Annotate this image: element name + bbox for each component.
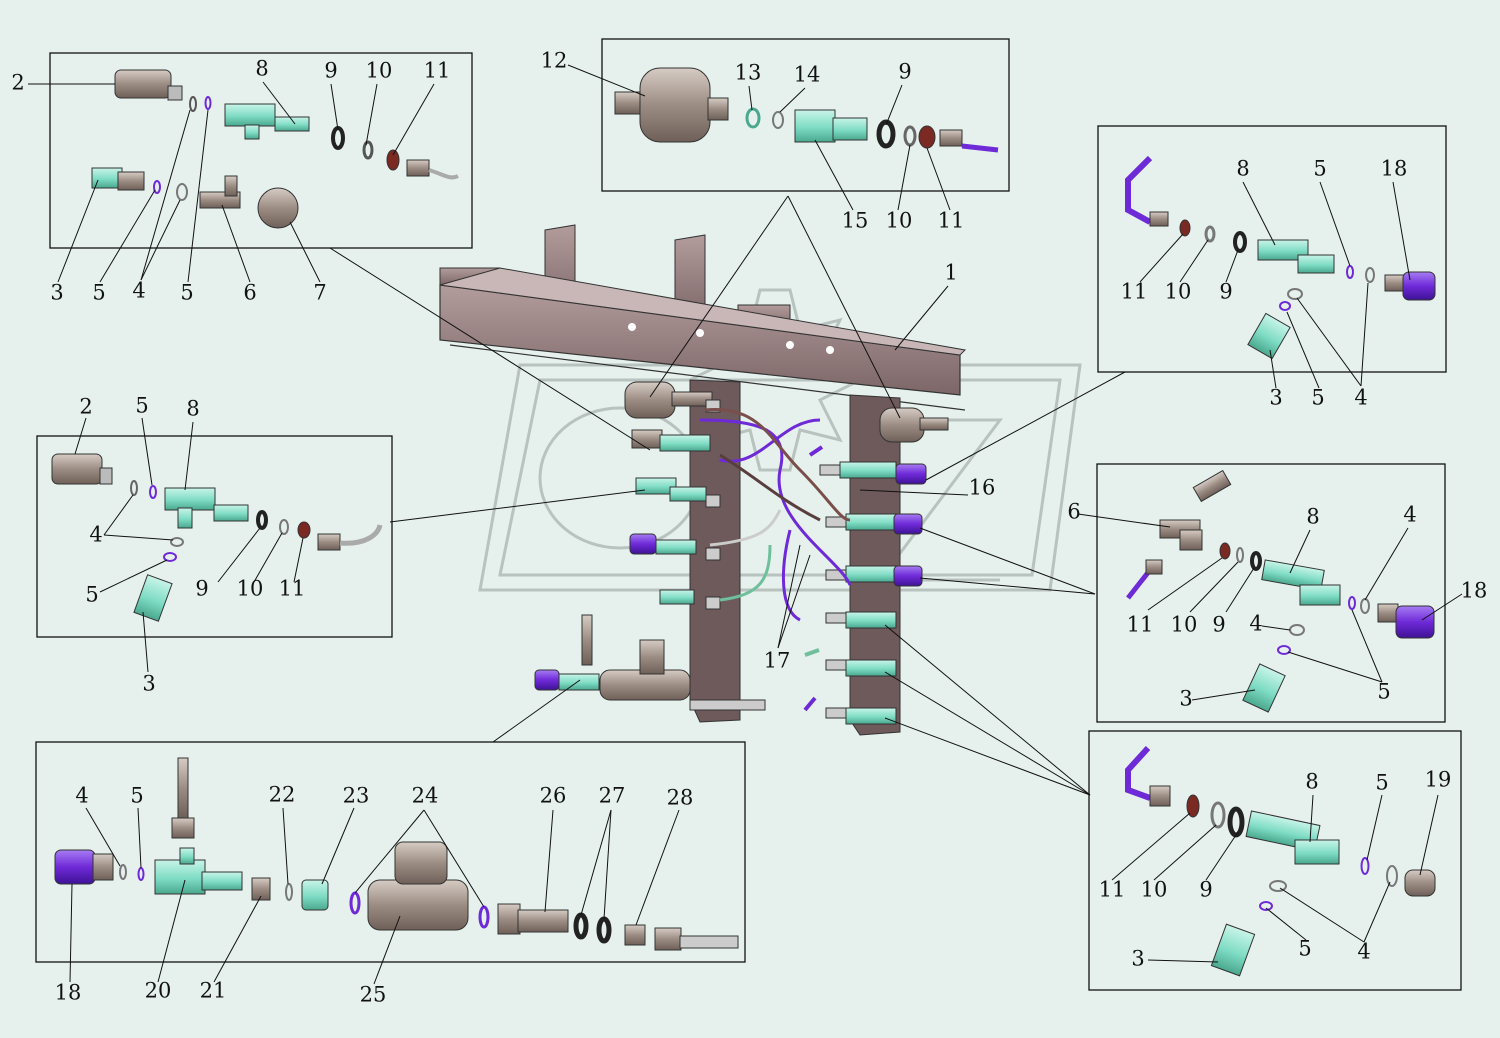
callout-11: 11 <box>424 59 451 83</box>
callout-box-mid-left <box>36 435 393 638</box>
callout-10-ml: 10 <box>237 577 264 601</box>
callout-20: 20 <box>145 979 172 1003</box>
callout-box-top-center <box>601 38 1010 192</box>
callout-12: 12 <box>541 49 568 73</box>
callouts-mid-left: 2 5 8 4 5 9 10 11 3 <box>79 394 305 696</box>
leader-lines <box>28 64 1463 985</box>
callout-18-r2: 18 <box>1461 579 1488 603</box>
callout-26: 26 <box>540 784 567 808</box>
callout-11-r2: 11 <box>1127 613 1154 637</box>
parts-mid-left <box>51 453 383 622</box>
callout-5-r1: 5 <box>1313 157 1326 181</box>
callout-23: 23 <box>343 784 370 808</box>
callout-5b-r1: 5 <box>1311 386 1324 410</box>
callout-4: 4 <box>132 279 145 303</box>
callout-8-r3: 8 <box>1305 770 1318 794</box>
callout-11-r3: 11 <box>1099 878 1126 902</box>
callout-1: 1 <box>944 261 957 285</box>
callout-21: 21 <box>200 979 227 1003</box>
callout-6: 6 <box>243 281 256 305</box>
callout-3-ml: 3 <box>142 672 155 696</box>
callout-10-r3: 10 <box>1141 878 1168 902</box>
callout-11-ml: 11 <box>279 577 306 601</box>
callout-5b-r3: 5 <box>1298 937 1311 961</box>
callout-5-bl: 5 <box>130 784 143 808</box>
callouts-top-left: 2 8 9 10 11 3 5 4 5 6 7 <box>11 57 450 305</box>
callout-18-r1: 18 <box>1381 157 1408 181</box>
callout-7: 7 <box>313 281 326 305</box>
callout-4-r2: 4 <box>1403 503 1416 527</box>
callout-13: 13 <box>735 61 762 85</box>
callout-4-bl: 4 <box>75 784 88 808</box>
callout-16: 16 <box>969 476 996 500</box>
callout-10-r1: 10 <box>1165 280 1192 304</box>
callout-5-r2: 5 <box>1377 680 1390 704</box>
callout-4-r3: 4 <box>1357 940 1370 964</box>
callout-6-r2: 6 <box>1067 500 1080 524</box>
callout-3-r1: 3 <box>1269 386 1282 410</box>
callout-9-r2: 9 <box>1212 613 1225 637</box>
callout-5: 5 <box>92 281 105 305</box>
callouts-top-center: 12 13 14 9 15 10 11 <box>541 49 965 233</box>
callout-14: 14 <box>794 63 821 87</box>
callout-27: 27 <box>599 784 626 808</box>
callout-25: 25 <box>360 983 387 1007</box>
parts-top-left <box>91 69 459 229</box>
connector-lines <box>329 195 1126 796</box>
callout-9-center: 9 <box>898 60 911 84</box>
callout-box-bottom-left <box>35 741 746 963</box>
callout-4-ml: 4 <box>89 523 102 547</box>
callout-18-bl: 18 <box>55 981 82 1005</box>
callout-5-ml: 5 <box>135 394 148 418</box>
callout-5b-ml: 5 <box>85 583 98 607</box>
callout-9-r1: 9 <box>1219 280 1232 304</box>
callout-10: 10 <box>366 59 393 83</box>
callout-5b: 5 <box>180 281 193 305</box>
callout-22: 22 <box>269 783 296 807</box>
callout-5-r3: 5 <box>1375 771 1388 795</box>
callouts-right-3: 8 5 19 11 10 9 5 4 3 <box>1099 768 1452 971</box>
callout-box-right-3 <box>1088 730 1462 991</box>
callout-8-ml: 8 <box>186 397 199 421</box>
callouts-bottom-left: 4 5 22 23 24 26 27 28 18 20 21 25 <box>55 783 694 1007</box>
main-frame-assembly <box>439 224 967 736</box>
parts-right-1 <box>1125 155 1436 360</box>
callout-4b-r2: 4 <box>1249 612 1262 636</box>
callout-9-r3: 9 <box>1199 878 1212 902</box>
callout-8-r1: 8 <box>1236 157 1249 181</box>
parts-top-center <box>614 67 999 153</box>
callout-box-top-left <box>49 52 473 249</box>
callouts-right-1: 8 5 18 11 10 9 3 5 4 <box>1121 157 1408 410</box>
callouts-right-2: 6 8 4 18 11 10 9 4 3 5 <box>1067 500 1487 711</box>
callouts-center: 1 16 17 <box>764 261 996 673</box>
callout-10-center: 10 <box>886 209 913 233</box>
callout-28: 28 <box>667 786 694 810</box>
parts-right-3 <box>1125 745 1436 977</box>
callout-10-r2: 10 <box>1171 613 1198 637</box>
callout-11-r1: 11 <box>1121 280 1148 304</box>
callout-19: 19 <box>1425 768 1452 792</box>
callout-3: 3 <box>50 281 63 305</box>
callout-9: 9 <box>324 59 337 83</box>
callout-2: 2 <box>11 71 24 95</box>
callout-4-r1: 4 <box>1354 386 1367 410</box>
callout-3-r3: 3 <box>1131 947 1144 971</box>
callout-box-right-1 <box>1097 125 1447 373</box>
callout-8-r2: 8 <box>1306 505 1319 529</box>
callout-15: 15 <box>842 209 869 233</box>
parts-bottom-left <box>54 757 739 951</box>
callout-8: 8 <box>255 57 268 81</box>
callout-11-center: 11 <box>938 209 965 233</box>
callout-17: 17 <box>764 649 791 673</box>
callout-2-ml: 2 <box>79 395 92 419</box>
callout-box-right-2 <box>1096 463 1446 723</box>
callout-3-r2: 3 <box>1179 687 1192 711</box>
callout-24: 24 <box>412 784 439 808</box>
parts-right-2 <box>1126 469 1435 713</box>
callout-9-ml: 9 <box>195 577 208 601</box>
